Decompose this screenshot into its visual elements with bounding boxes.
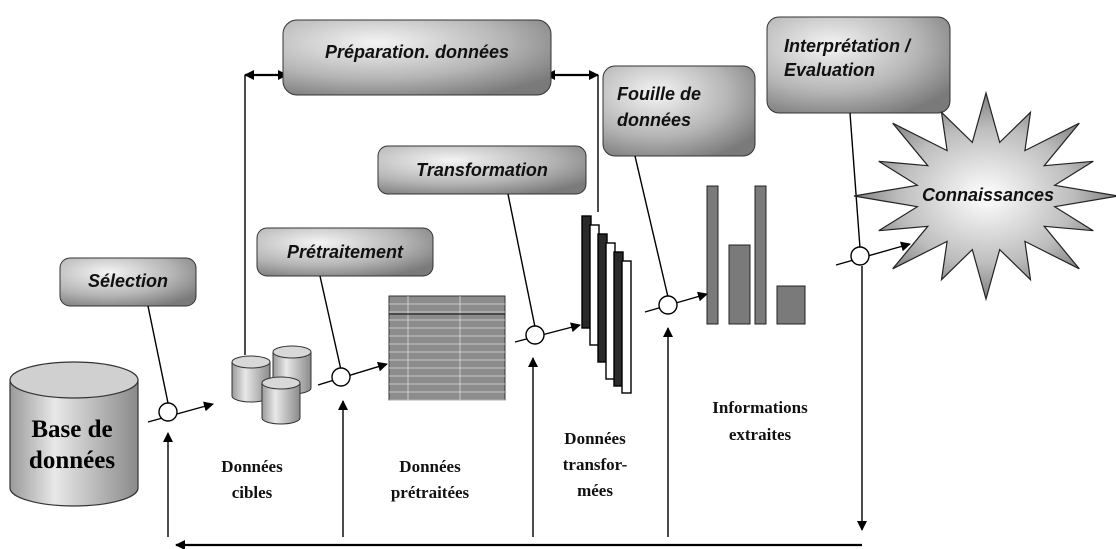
svg-text:Prétraitement: Prétraitement [287,242,404,262]
svg-text:extraites: extraites [729,425,792,444]
preparation-box: Préparation. données [282,19,552,96]
svg-text:mées: mées [577,481,613,500]
feedback-loop [163,266,867,549]
knowledge-starburst: Connaissances [853,90,1116,302]
svg-text:cibles: cibles [232,483,273,502]
svg-text:Connaissances: Connaissances [922,185,1054,205]
transformation-box: Transformation [377,145,587,195]
svg-text:Données: Données [564,429,626,448]
extracted-info-bars [706,185,806,325]
preprocessed-data-table [388,295,506,401]
svg-text:Informations: Informations [712,398,808,417]
svg-text:Données: Données [221,457,283,476]
preparation-bracket [244,70,599,355]
svg-text:données: données [29,447,115,474]
transformed-data-slabs [581,215,632,394]
extracted-info-label: Informations extraites [712,398,808,444]
svg-text:transfor-: transfor- [563,455,628,474]
database-cylinder: Base de données [9,361,139,507]
svg-text:Evaluation: Evaluation [784,60,875,80]
selection-box: Sélection [59,257,197,307]
pretraitement-box: Prétraitement [256,227,434,277]
process-arrows [147,241,911,423]
preprocessed-data-label: Données prétraitées [391,457,470,502]
svg-text:Interprétation /: Interprétation / [784,36,912,56]
fouille-box: Fouille de données [602,65,756,157]
svg-text:Fouille de: Fouille de [617,84,701,104]
svg-text:Préparation. données: Préparation. données [325,42,509,62]
svg-text:données: données [617,110,691,130]
svg-text:Transformation: Transformation [416,160,548,180]
target-data-cylinders [231,345,312,425]
transformed-data-label: Données transfor- mées [563,429,628,500]
svg-text:prétraitées: prétraitées [391,483,470,502]
svg-text:Base de: Base de [31,416,112,443]
step-connectors [147,112,861,404]
target-data-label: Données cibles [221,457,283,502]
svg-text:Données: Données [399,457,461,476]
svg-text:Sélection: Sélection [88,271,168,291]
interpretation-box: Interprétation / Evaluation [766,16,951,114]
